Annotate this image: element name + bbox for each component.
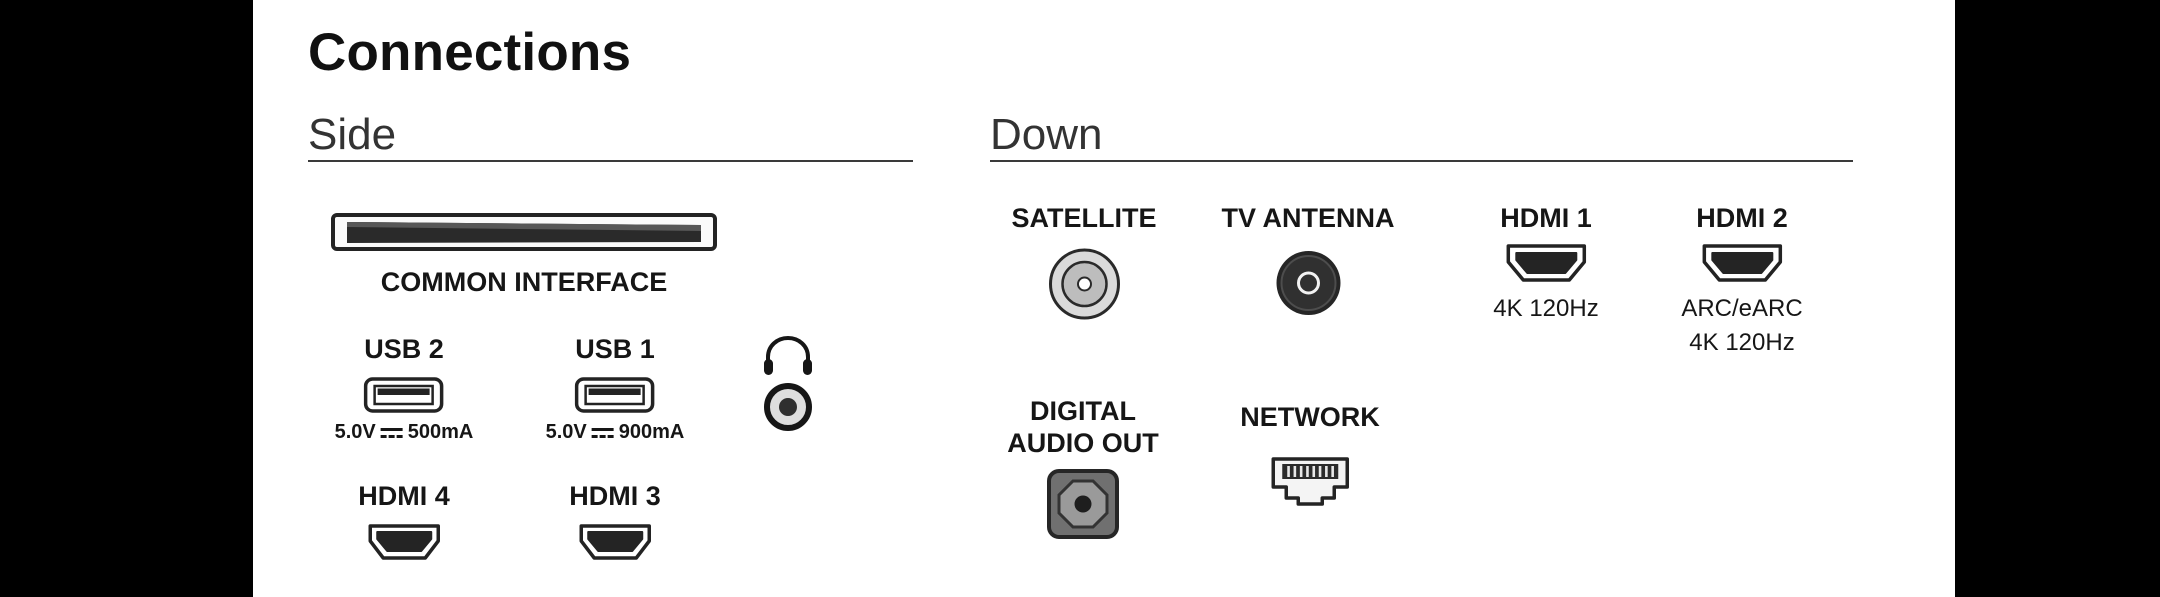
usb-port-icon xyxy=(364,377,444,414)
side-section-divider xyxy=(308,160,913,162)
ethernet-port-icon xyxy=(1271,457,1349,507)
hdmi2-label: HDMI 2 xyxy=(1696,203,1788,233)
hdmi-port-icon xyxy=(1506,244,1586,283)
hdmi-port-icon xyxy=(368,524,440,561)
satellite-label: SATELLITE xyxy=(1011,203,1157,233)
usb-port-icon xyxy=(575,377,655,414)
down-section-divider xyxy=(990,160,1853,162)
hdmi-port-icon xyxy=(1702,244,1782,283)
usb1-current: 900mA xyxy=(618,421,685,444)
headphones-icon xyxy=(764,335,812,375)
section-heading-side: Side xyxy=(308,110,397,159)
hdmi2-spec-line1: ARC/eARC xyxy=(1681,295,1803,323)
antenna-connector-icon xyxy=(1276,251,1340,316)
usb1-port: USB 1 5.0V 900mA xyxy=(546,333,685,444)
usb1-label: USB 1 xyxy=(575,334,655,364)
hdmi2-spec-line2: 4K 120Hz xyxy=(1689,329,1795,357)
digital-audio-out-port: DIGITAL AUDIO OUT xyxy=(988,395,1178,540)
common-interface-label: COMMON INTERFACE xyxy=(380,267,668,297)
hdmi4-port: HDMI 4 xyxy=(358,480,450,564)
usb2-current: 500mA xyxy=(407,421,474,444)
common-interface-port: COMMON INTERFACE xyxy=(331,212,717,298)
usb2-label: USB 2 xyxy=(364,334,444,364)
dc-symbol-icon xyxy=(591,427,614,438)
hdmi4-label: HDMI 4 xyxy=(358,481,450,511)
common-interface-slot-icon xyxy=(331,213,717,251)
dc-symbol-icon xyxy=(380,427,403,438)
usb1-voltage: 5.0V xyxy=(545,421,587,444)
page-title: Connections xyxy=(308,23,632,82)
digital-audio-out-label: DIGITAL AUDIO OUT xyxy=(1007,396,1159,459)
hdmi-port-icon xyxy=(579,524,651,561)
tv-antenna-label: TV ANTENNA xyxy=(1221,203,1395,233)
section-heading-down: Down xyxy=(990,110,1103,159)
hdmi1-spec: 4K 120Hz xyxy=(1493,295,1599,323)
hdmi1-port: HDMI 1 4K 120Hz xyxy=(1493,202,1598,324)
hdmi1-label: HDMI 1 xyxy=(1500,203,1592,233)
network-label: NETWORK xyxy=(1240,402,1380,432)
satellite-port: SATELLITE xyxy=(1012,202,1157,322)
right-black-bar xyxy=(1955,0,2160,597)
satellite-connector-icon xyxy=(1048,248,1120,320)
hdmi3-port: HDMI 3 xyxy=(569,480,661,564)
usb2-port: USB 2 5.0V 500mA xyxy=(335,333,474,444)
usb2-power-spec: 5.0V 500mA xyxy=(335,421,474,444)
network-port: NETWORK xyxy=(1240,401,1380,507)
hdmi3-label: HDMI 3 xyxy=(569,481,661,511)
usb2-voltage: 5.0V xyxy=(334,421,376,444)
headphone-jack-port xyxy=(761,333,815,432)
usb1-power-spec: 5.0V 900mA xyxy=(546,421,685,444)
toslink-port-icon xyxy=(1047,468,1119,539)
audio-jack-icon xyxy=(764,383,812,431)
left-black-bar xyxy=(0,0,253,597)
tv-antenna-port: TV ANTENNA xyxy=(1222,202,1395,318)
hdmi2-port: HDMI 2 ARC/eARC 4K 120Hz xyxy=(1681,202,1802,358)
